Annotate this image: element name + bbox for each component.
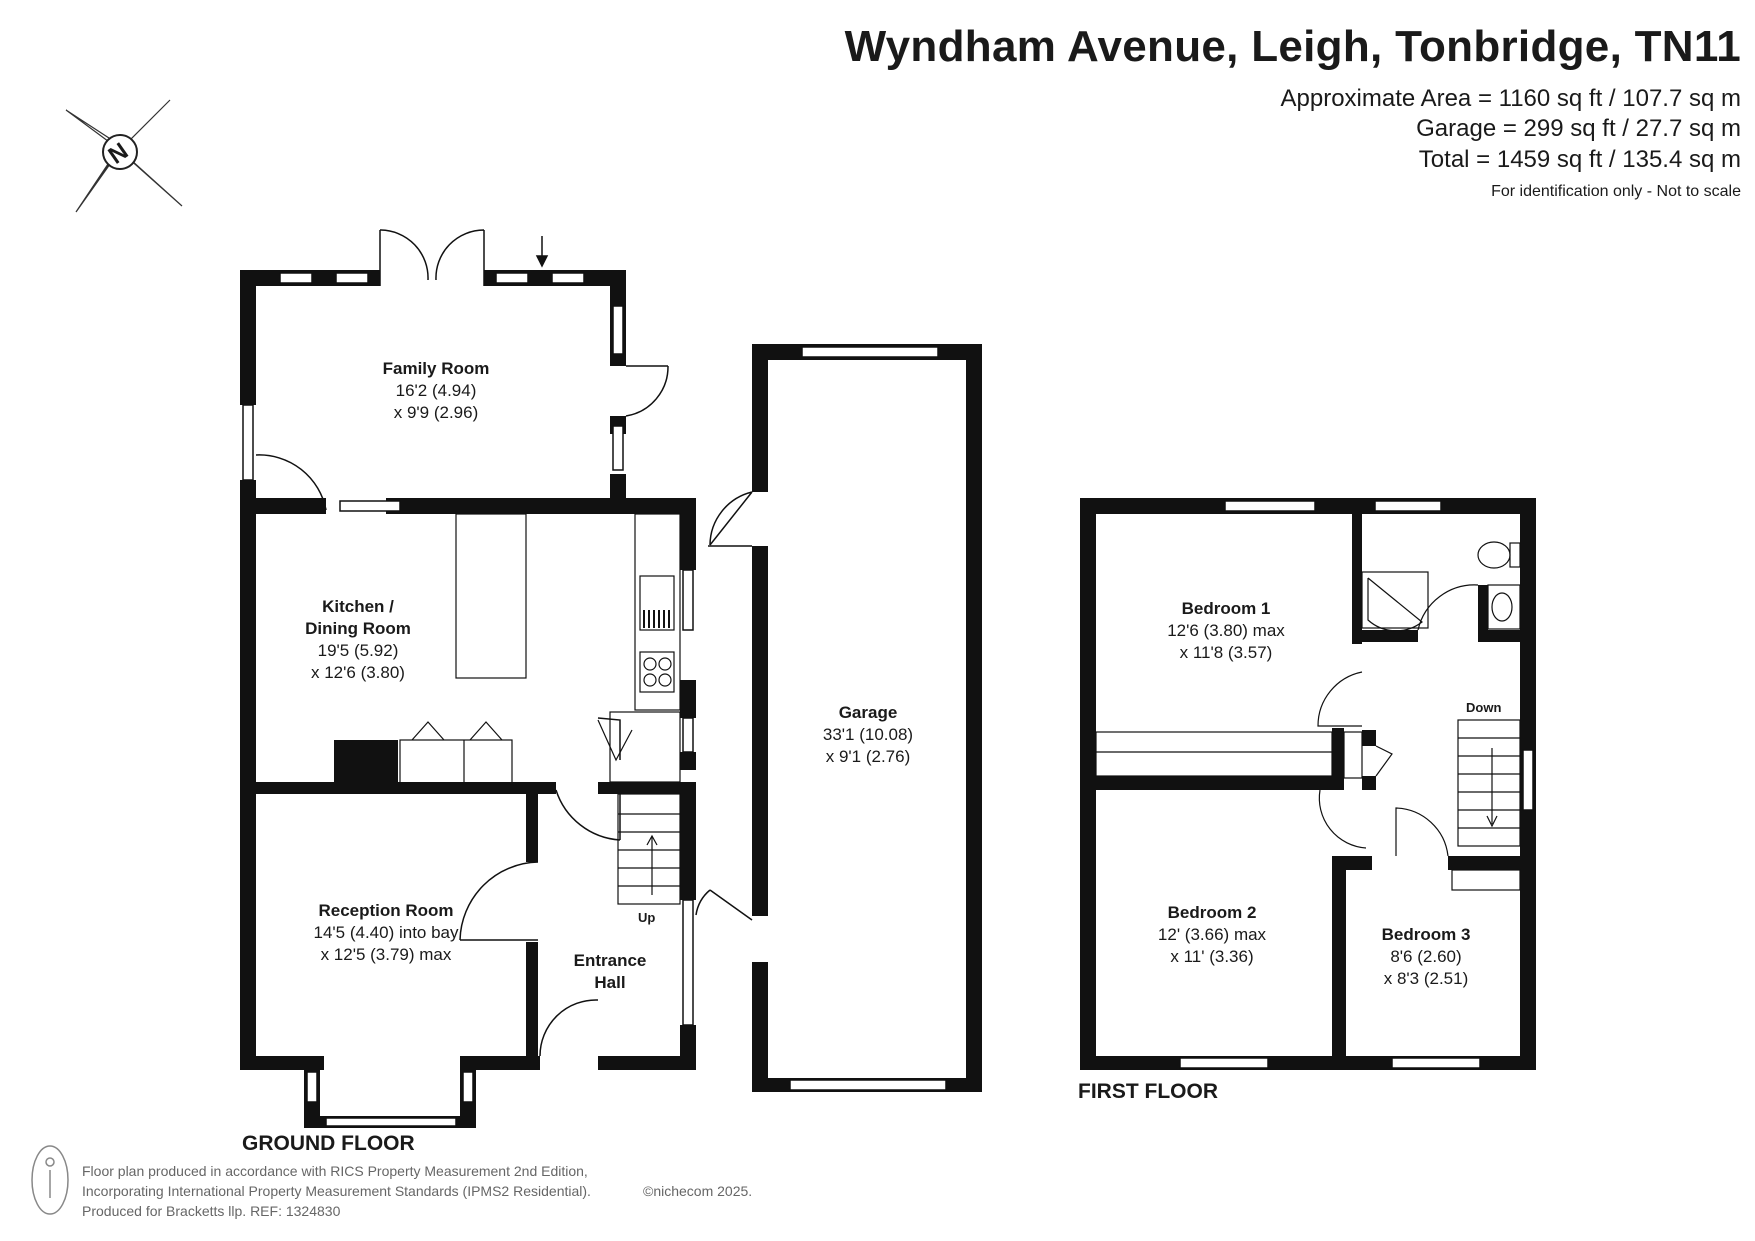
room-label-bedroom-1: Bedroom 1 12'6 (3.80) max x 11'8 (3.57) bbox=[1167, 599, 1285, 662]
room-label-family-room: Family Room 16'2 (4.94) x 9'9 (2.96) bbox=[382, 359, 490, 422]
first-floor-windows bbox=[1179, 500, 1534, 1069]
stairs-up-label: Up bbox=[638, 910, 656, 925]
ground-floor-walls bbox=[240, 270, 982, 1128]
compass-rose-icon bbox=[65, 99, 183, 213]
garage-area: Garage = 299 sq ft / 27.7 sq m bbox=[1416, 115, 1741, 142]
first-floor-label: FIRST FLOOR bbox=[1078, 1080, 1218, 1103]
ground-floor-doors bbox=[255, 229, 753, 1057]
room-label-garage: Garage 33'1 (10.08) x 9'1 (2.76) bbox=[822, 703, 914, 766]
first-floor-fittings bbox=[1095, 541, 1521, 891]
kitchen-fittings bbox=[399, 513, 681, 785]
footer-line-3: Produced for Bracketts llp. REF: 1324830 bbox=[82, 1203, 341, 1219]
approximate-area: Approximate Area = 1160 sq ft / 107.7 sq… bbox=[1280, 85, 1742, 112]
footer-line-2: Incorporating International Property Mea… bbox=[82, 1183, 591, 1199]
footer-line-1: Floor plan produced in accordance with R… bbox=[82, 1163, 588, 1179]
ground-floor-label: GROUND FLOOR bbox=[242, 1132, 415, 1155]
stairs-down-label: Down bbox=[1466, 700, 1502, 715]
scale-note: For identification only - Not to scale bbox=[1491, 183, 1741, 200]
room-label-bedroom-3: Bedroom 3 8'6 (2.60) x 8'3 (2.51) bbox=[1381, 925, 1471, 988]
property-title: Wyndham Avenue, Leigh, Tonbridge, TN11 bbox=[844, 22, 1741, 71]
total-area: Total = 1459 sq ft / 135.4 sq m bbox=[1418, 146, 1741, 173]
person-icon bbox=[31, 1145, 69, 1215]
ground-floor-windows bbox=[242, 272, 947, 1127]
room-label-entrance-hall: Entrance Hall bbox=[573, 951, 647, 992]
room-label-bedroom-2: Bedroom 2 12' (3.66) max x 11' (3.36) bbox=[1157, 903, 1267, 966]
room-label-reception-room: Reception Room 14'5 (4.40) into bay x 12… bbox=[313, 901, 459, 964]
room-label-kitchen-dining: Kitchen / Dining Room 19'5 (5.92) x 12'6… bbox=[305, 597, 411, 682]
footer-copyright: ©nichecom 2025. bbox=[643, 1183, 753, 1199]
ground-stairs bbox=[617, 793, 681, 905]
